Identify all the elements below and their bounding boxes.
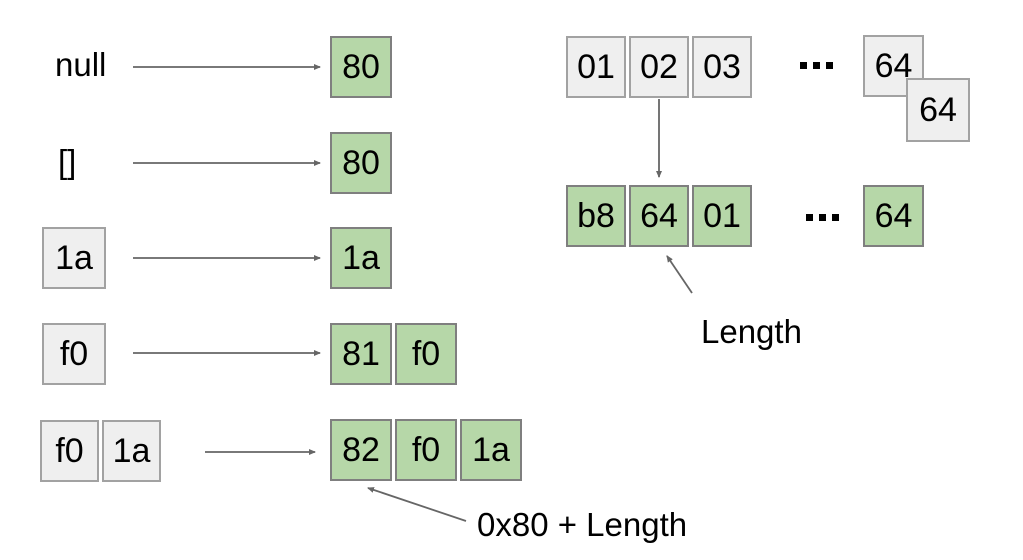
encoded-byte: 81 [330, 323, 392, 385]
input-byte: 02 [629, 36, 689, 98]
encoded-byte: 1a [460, 419, 522, 481]
encoded-byte: f0 [395, 419, 457, 481]
ellipsis-icon [806, 214, 839, 221]
encoded-byte: 01 [692, 185, 752, 247]
input-byte: 1a [42, 227, 106, 289]
arrow-length-annotation [666, 255, 693, 294]
ellipsis-icon [800, 62, 833, 69]
input-byte: 1a [102, 420, 161, 482]
input-label-empty-list: [] [58, 143, 77, 180]
length-annotation-label: Length [701, 313, 802, 350]
input-label-null: null [55, 46, 107, 83]
encoded-byte: b8 [566, 185, 626, 247]
encoded-byte: 80 [330, 132, 392, 194]
input-byte: f0 [40, 420, 99, 482]
input-byte: 64 [863, 35, 924, 97]
input-byte: f0 [42, 323, 106, 385]
encoded-byte: 82 [330, 419, 392, 481]
encoded-byte: f0 [395, 323, 457, 385]
input-byte-overlapping: 64 [906, 78, 970, 142]
encoded-byte: 80 [330, 36, 392, 98]
arrow-prefix-annotation [367, 487, 467, 522]
encoded-byte: 64 [863, 185, 924, 247]
encoded-byte: 1a [330, 227, 392, 289]
input-byte: 03 [692, 36, 752, 98]
input-byte: 01 [566, 36, 626, 98]
prefix-annotation-label: 0x80 + Length [477, 506, 688, 543]
encoded-byte: 64 [629, 185, 689, 247]
